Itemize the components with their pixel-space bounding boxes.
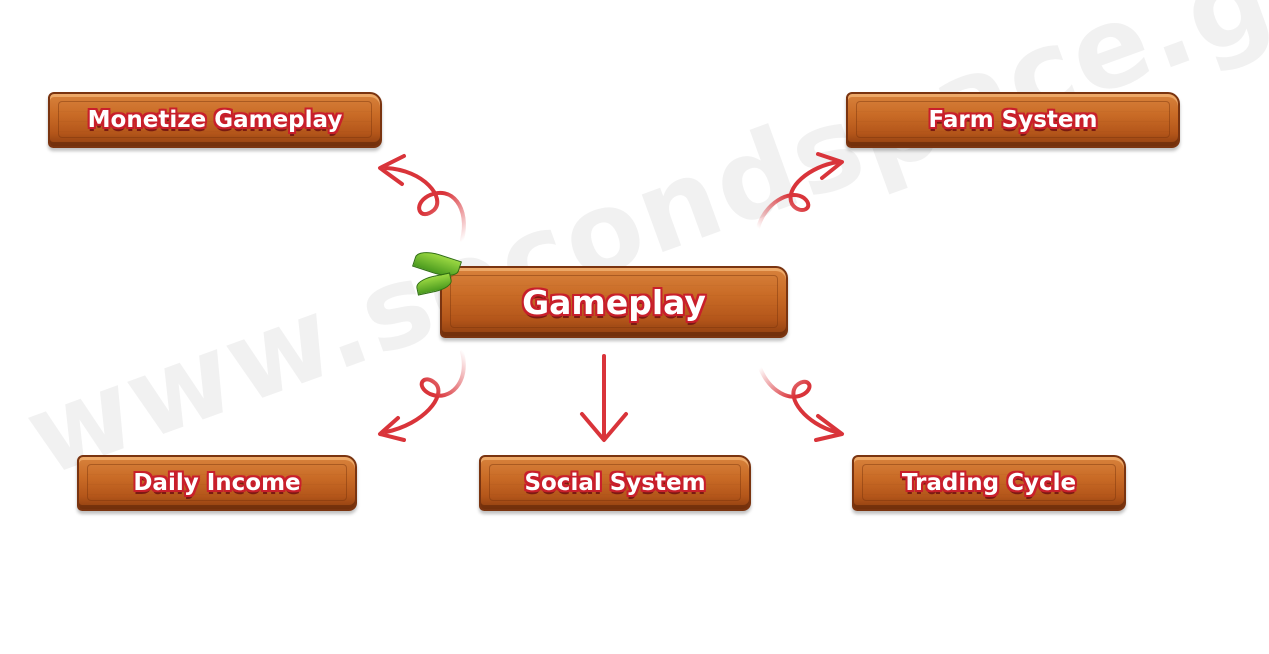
node-daily-income: Daily Income xyxy=(77,455,357,511)
node-label: Social System xyxy=(524,470,706,496)
arrow-to-monetize xyxy=(378,154,466,242)
node-farm-system: Farm System xyxy=(846,92,1180,148)
arrow-to-daily xyxy=(378,350,466,442)
arrow-to-social xyxy=(580,354,628,442)
node-label: Daily Income xyxy=(133,470,301,496)
node-label: Gameplay xyxy=(522,282,706,322)
node-label: Monetize Gameplay xyxy=(87,107,343,133)
node-label: Farm System xyxy=(928,107,1098,133)
node-gameplay: Gameplay xyxy=(440,266,788,338)
arrow-to-farm xyxy=(756,152,844,230)
arrow-to-trading xyxy=(758,366,844,442)
node-social-system: Social System xyxy=(479,455,751,511)
node-monetize-gameplay: Monetize Gameplay xyxy=(48,92,382,148)
node-label: Trading Cycle xyxy=(901,470,1077,496)
node-trading-cycle: Trading Cycle xyxy=(852,455,1126,511)
